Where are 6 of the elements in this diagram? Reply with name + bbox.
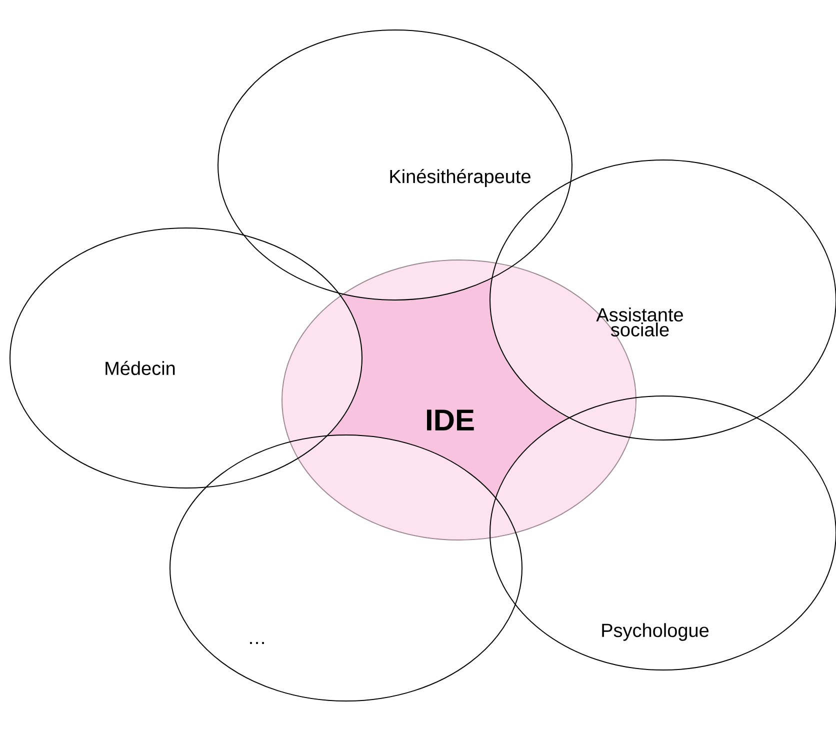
- role-label: …: [250, 642, 264, 644]
- role-label: Psychologue: [602, 623, 709, 641]
- role-label: IDE: [427, 410, 474, 430]
- role-label: Kinésithérapeute: [390, 169, 530, 187]
- role-label: Assistante sociale: [596, 308, 683, 336]
- role-label: Médecin: [106, 360, 175, 376]
